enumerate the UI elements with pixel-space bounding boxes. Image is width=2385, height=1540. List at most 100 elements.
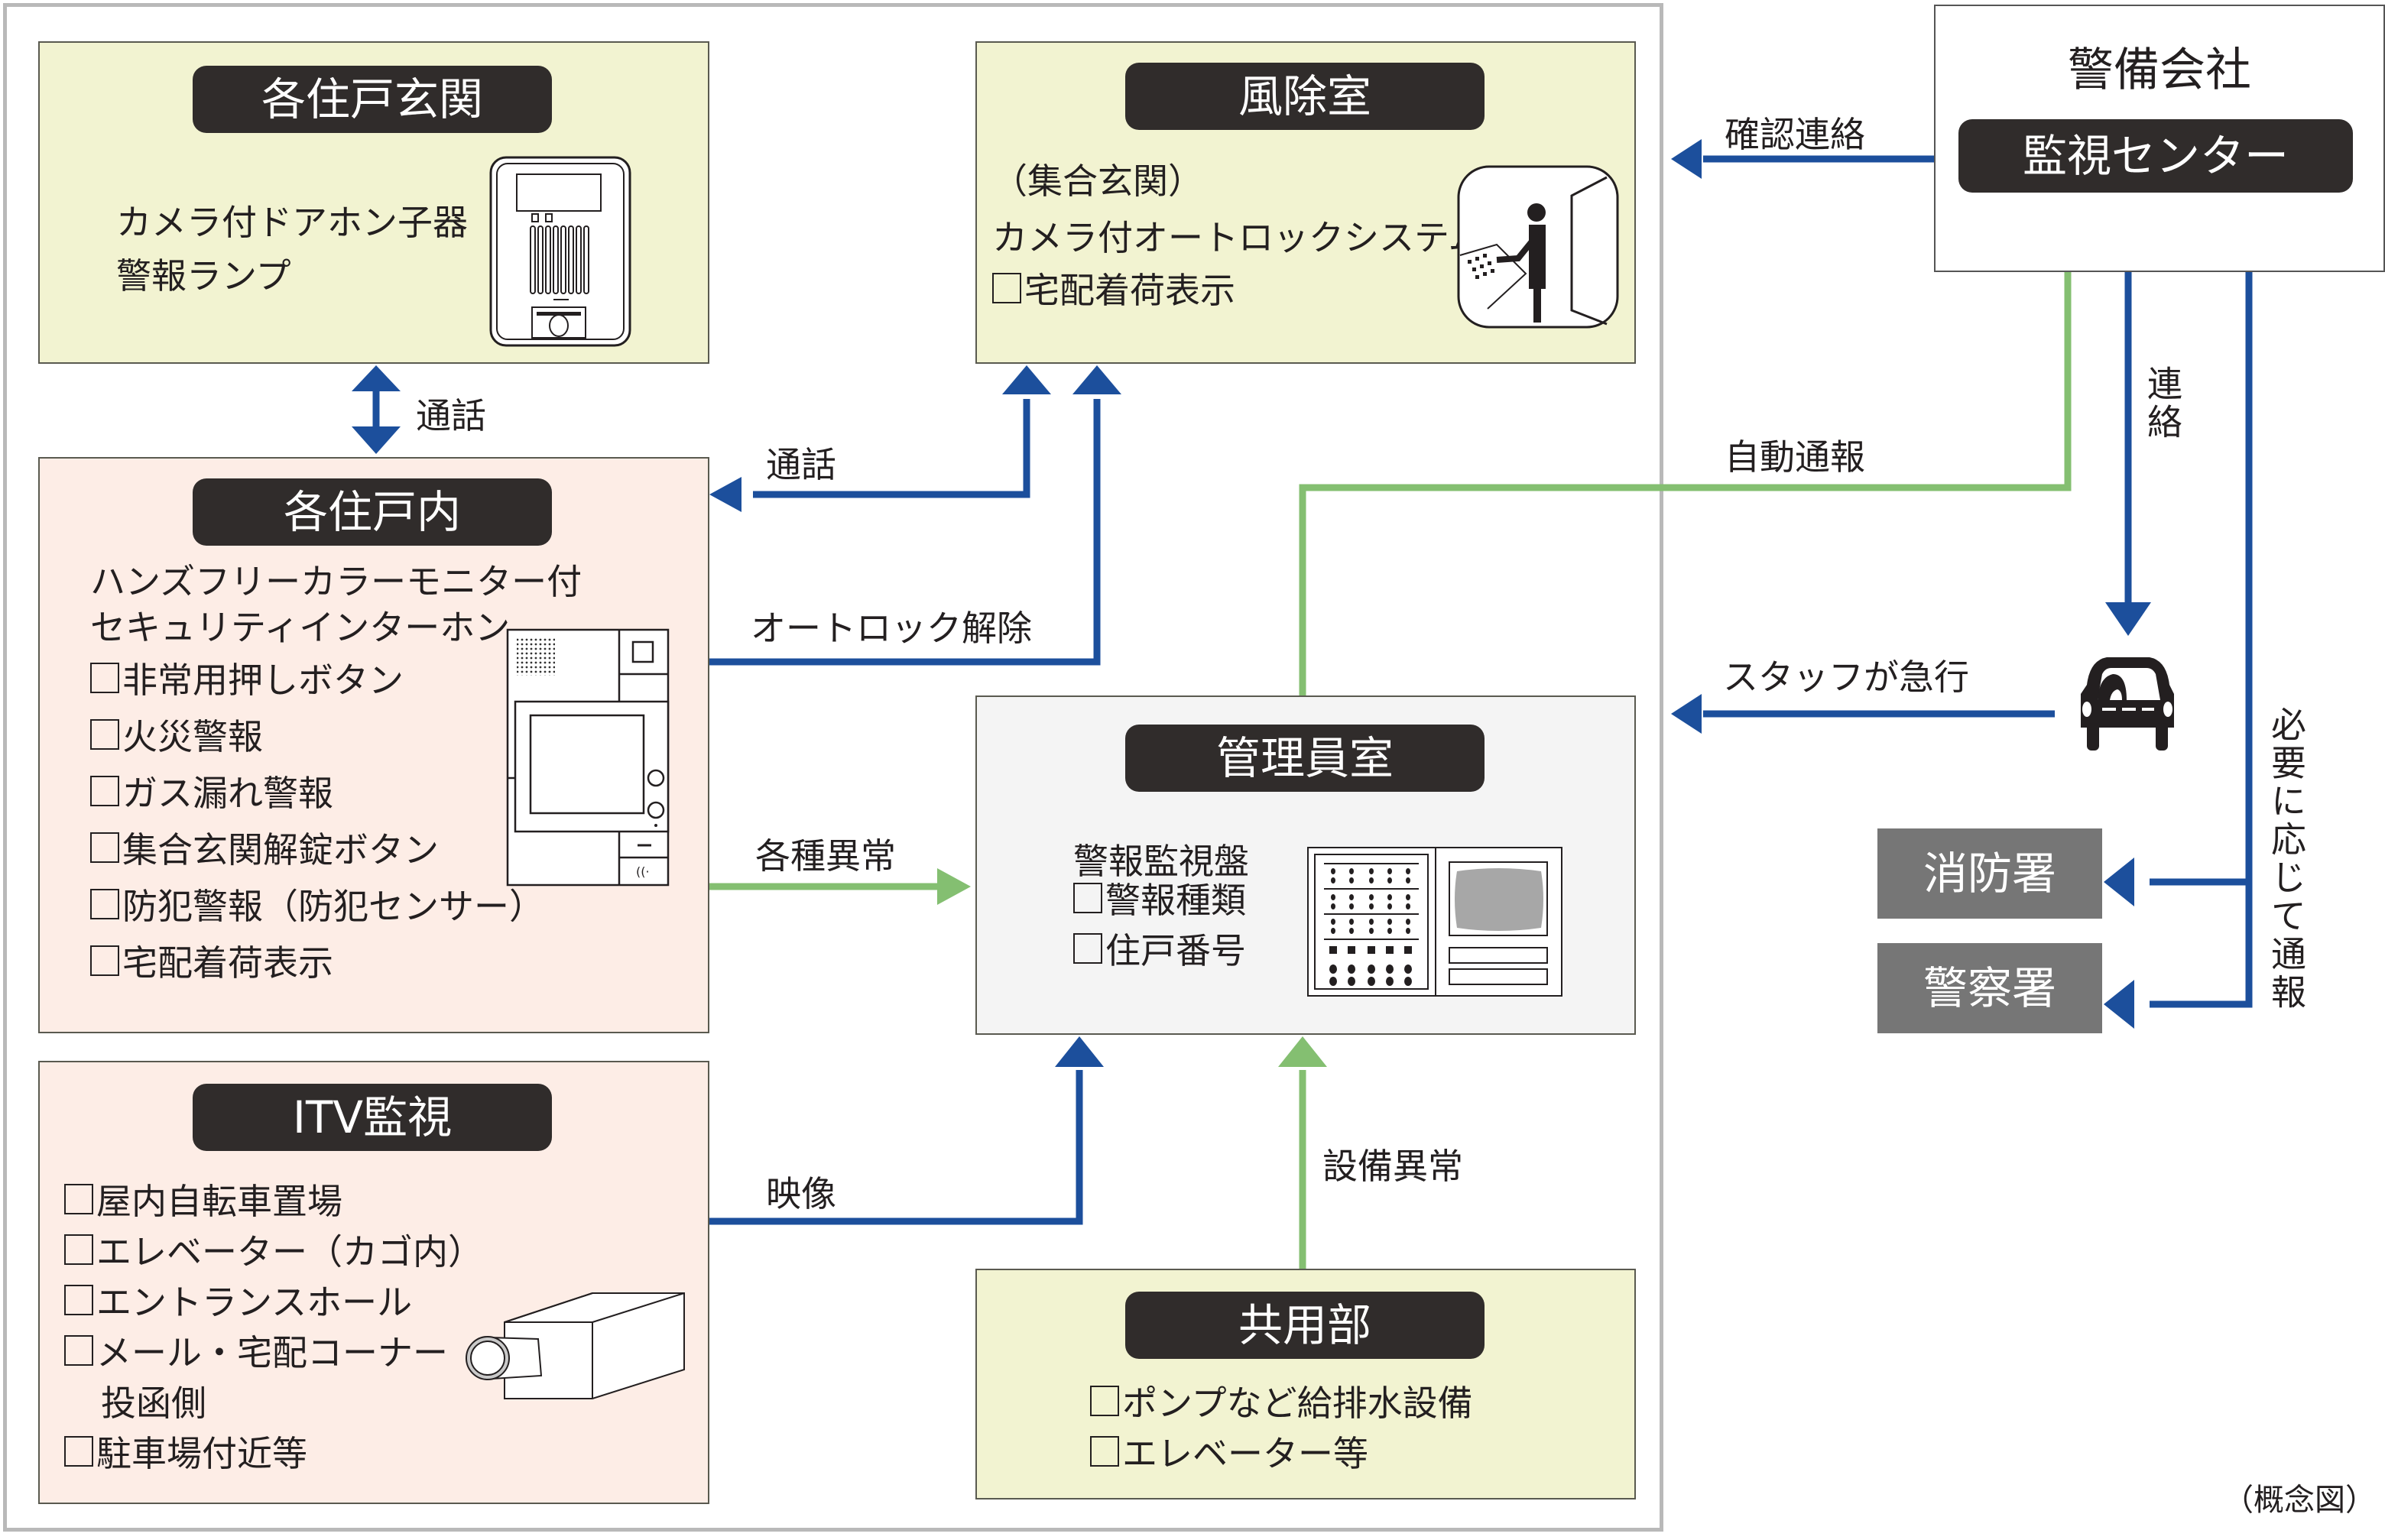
checklist-item: エントランスホール [64, 1275, 483, 1325]
checklist-item: 駐車場付近等 [64, 1426, 483, 1477]
panel-button [1404, 946, 1412, 954]
panel-dot [1331, 919, 1335, 925]
panel-dot [1406, 894, 1410, 900]
panel-dot [1331, 877, 1335, 883]
checklist-item: 警報種類 [1073, 873, 1246, 923]
checklist-item: 宅配着荷表示 [992, 260, 1235, 316]
arrowhead-police-left [2104, 980, 2134, 1029]
checklist-item: 集合玄関解錠ボタン [90, 819, 544, 876]
unit-interior-line-2: セキュリティインターホン [90, 607, 511, 648]
arrow-auto-report-line [1299, 243, 2072, 695]
checkbox-icon [64, 1285, 93, 1315]
checkbox-icon [90, 663, 119, 693]
panel-dot [1406, 877, 1410, 883]
checklist-item: 屋内自転車置場 [64, 1174, 483, 1224]
manager-room-line-1: 警報監視盤 [1073, 841, 1249, 882]
entrance-box: 各住戸玄関 カメラ付ドアホン子器 警報ランプ [38, 41, 709, 364]
monitoring-center-label: 監視センター [1958, 119, 2353, 193]
checkbox-icon [992, 273, 1021, 303]
footnote: （概念図） [2223, 1483, 2376, 1518]
panel-dot [1331, 903, 1335, 909]
label-contact: 連絡 [2142, 365, 2183, 442]
arrowhead-call-windbreak-left [709, 477, 741, 512]
arrow-video-line [709, 1070, 1083, 1225]
panel-dot [1349, 928, 1354, 934]
itv-title: ITV監視 [193, 1084, 552, 1151]
arrowhead-video-up [1055, 1036, 1104, 1067]
checkbox-icon [64, 1184, 93, 1214]
unit-interior-title: 各住戸内 [193, 478, 552, 546]
checklist-item: ガス漏れ警報 [90, 763, 544, 819]
arrowhead-call-entrance-down [352, 426, 401, 454]
panel-lamp [1404, 965, 1412, 974]
checklist-item: 宅配着荷表示 [90, 932, 544, 989]
arrow-autolock-line [709, 399, 1101, 666]
label-autolock-release: オートロック解除 [751, 608, 1032, 649]
panel-dot [1387, 894, 1392, 900]
panel-dot [1349, 903, 1354, 909]
checkbox-icon [64, 1335, 93, 1366]
checklist-item: エレベーター（カゴ内） [64, 1224, 483, 1275]
panel-dot [1406, 903, 1410, 909]
checkbox-icon [64, 1234, 93, 1265]
checklist-item: メール・宅配コーナー [64, 1325, 483, 1376]
checkbox-icon [90, 832, 119, 863]
windbreak-title: 風除室 [1125, 63, 1485, 130]
door-intercom-icon [489, 156, 631, 347]
autolock-person-icon [1457, 165, 1619, 329]
panel-dot [1369, 894, 1374, 900]
checkbox-icon [90, 719, 119, 750]
panel-lamp [1329, 965, 1337, 974]
checklist-item: 防犯警報（防犯センサー） [90, 876, 544, 932]
windbreak-line-2: カメラ付オートロックシステム [992, 217, 1484, 258]
arrowhead-staff-left [1671, 694, 1702, 734]
panel-dot [1369, 928, 1374, 934]
label-equipment-abnormal: 設備異常 [1322, 1146, 1463, 1187]
label-report-if-needed: 必要に応じて通報 [2266, 706, 2307, 1012]
checklist-item: 住戸番号 [1073, 923, 1246, 974]
checklist-continuation: 投函側 [101, 1383, 206, 1424]
checkbox-icon [90, 776, 119, 806]
panel-dot [1331, 868, 1335, 874]
panel-dot [1369, 903, 1374, 909]
checkbox-icon [1090, 1436, 1119, 1467]
panel-dot [1406, 868, 1410, 874]
panel-lamp [1348, 965, 1355, 974]
panel-dot [1387, 919, 1392, 925]
panel-button [1368, 946, 1375, 954]
label-call-entrance: 通話 [416, 395, 486, 436]
label-call-windbreak: 通話 [766, 444, 836, 485]
itv-checklist: 屋内自転車置場 エレベーター（カゴ内） エントランスホール メール・宅配コーナー… [64, 1174, 483, 1477]
label-various-abnormal: 各種異常 [755, 835, 896, 877]
checkbox-icon [1073, 883, 1102, 913]
panel-dot [1369, 868, 1374, 874]
arrowhead-fire-left [2104, 858, 2134, 906]
panel-lamp [1329, 977, 1337, 986]
panel-lamp [1368, 965, 1375, 974]
entrance-line-2: 警報ランプ [116, 255, 291, 297]
panel-dot [1387, 868, 1392, 874]
panel-dot [1406, 919, 1410, 925]
panel-dot [1369, 919, 1374, 925]
label-auto-report: 自動通報 [1725, 436, 1865, 478]
panel-dot [1349, 894, 1354, 900]
panel-dot [1349, 868, 1354, 874]
checkbox-icon [1090, 1386, 1119, 1416]
common-area-box: 共用部 ポンプなど給排水設備 エレベーター等 [975, 1269, 1636, 1499]
panel-lamp [1386, 977, 1394, 986]
car-icon [2081, 657, 2174, 751]
arrowhead-autolock-up [1072, 365, 1121, 394]
panel-dot [1349, 877, 1354, 883]
manager-room-box: 管理員室 警報監視盤 警報種類 住戸番号 [975, 695, 1636, 1035]
checklist-item: 火災警報 [90, 706, 544, 763]
common-area-checklist: ポンプなど給排水設備 エレベーター等 [1090, 1376, 1473, 1477]
security-company-title: 警備会社 [2068, 44, 2251, 97]
panel-dot [1387, 877, 1392, 883]
itv-box: ITV監視 屋内自転車置場 エレベーター（カゴ内） エントランスホール メール・… [38, 1061, 709, 1504]
security-company-box: 警備会社 監視センター [1934, 5, 2385, 272]
panel-button [1348, 946, 1355, 954]
panel-lamp [1368, 977, 1375, 986]
arrowhead-confirm-left [1671, 139, 1702, 179]
windbreak-checklist: 宅配着荷表示 [992, 260, 1235, 316]
